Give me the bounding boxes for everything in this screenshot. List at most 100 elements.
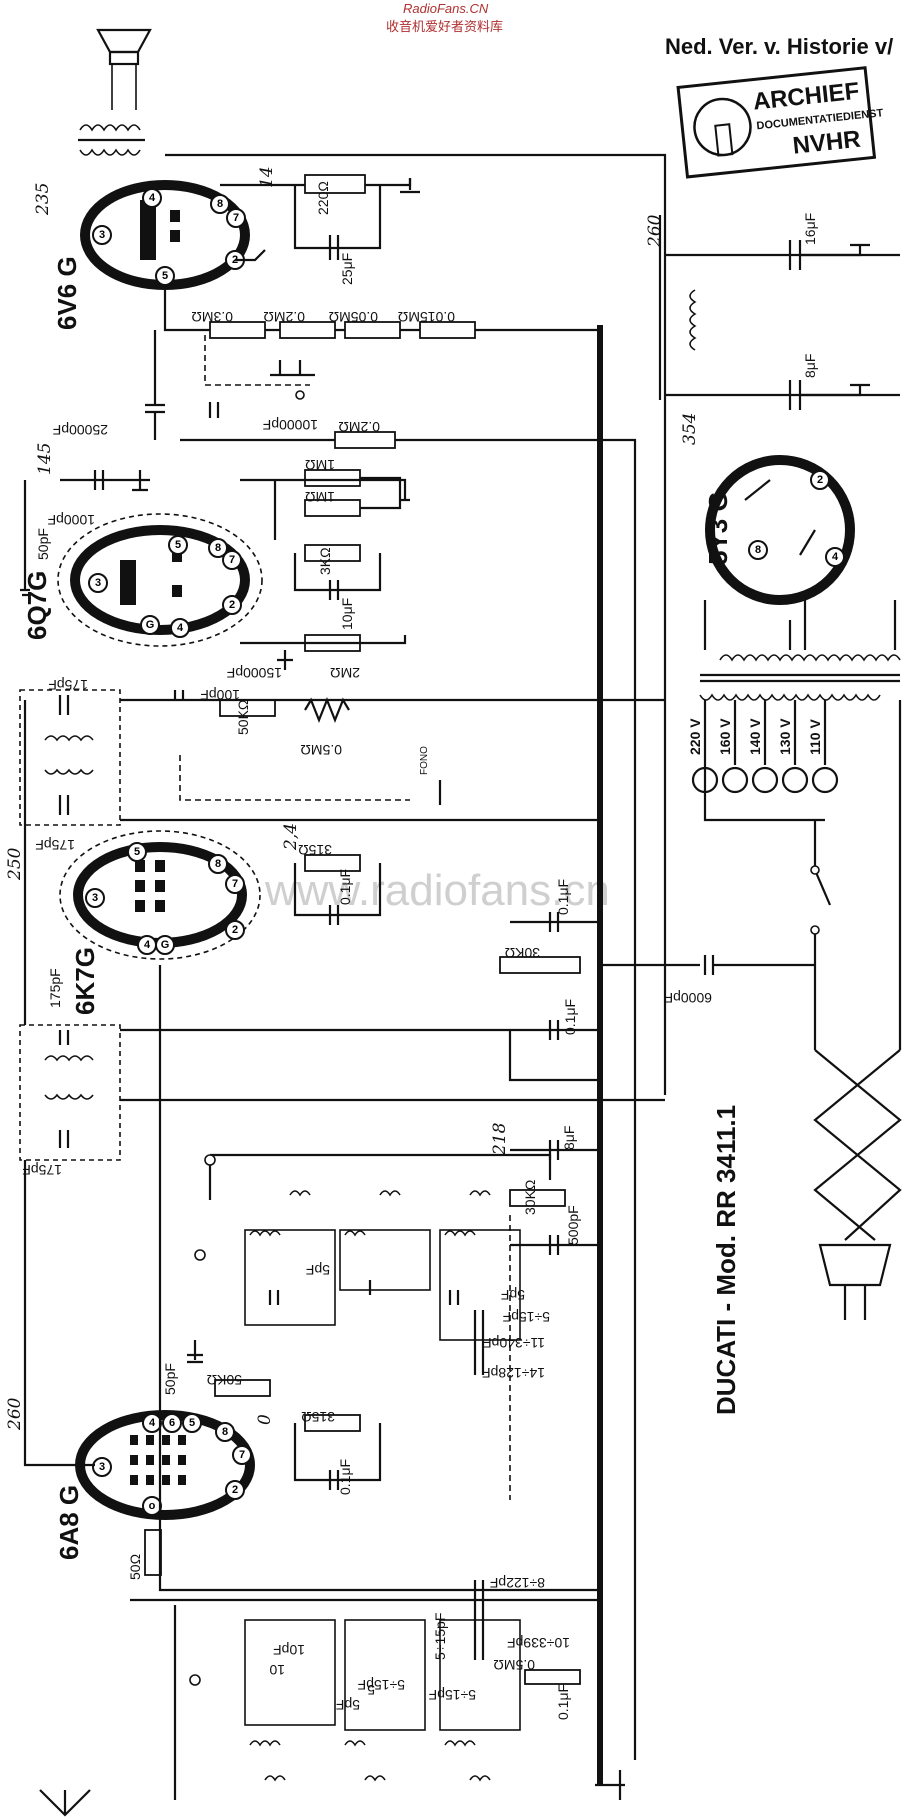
tube-label-6k7g: 6K7G — [70, 947, 100, 1015]
cathode-net-6a8 — [293, 1423, 382, 1490]
label-1000pf: 1000pF — [48, 512, 95, 528]
label-16uf: 16μF — [802, 213, 818, 245]
if-transformer-2 — [19, 1024, 121, 1161]
svg-text:5: 5 — [175, 539, 181, 551]
svg-text:2: 2 — [232, 1484, 238, 1496]
resistor-tone-0-015m — [419, 321, 476, 339]
label-220: 220Ω — [315, 181, 331, 215]
svg-text:o: o — [149, 1500, 156, 1512]
cap-500pf — [510, 1235, 600, 1255]
wave-switch-contact-1 — [204, 1154, 216, 1166]
svg-text:4: 4 — [832, 551, 839, 563]
tube-6q7g: 5 7 8 2 G 4 3 — [57, 513, 263, 647]
label-500pf: 500pF — [565, 1205, 581, 1245]
signal-wire-left — [23, 700, 95, 1467]
label-175pf-c: 175pF — [47, 968, 63, 1008]
tube-6a8g: 4 6 5 8 7 2 3 o — [75, 1410, 255, 1520]
label-10pf: 10pF — [273, 1642, 305, 1658]
label-tone-2: 0.05MΩ — [329, 309, 378, 325]
tube-6k7g: 5 8 7 2 3 4 G — [59, 830, 261, 960]
tube-label-6a8g: 6A8 G — [54, 1485, 84, 1560]
svg-text:4: 4 — [144, 939, 151, 951]
resistor-30k-b — [509, 1189, 566, 1207]
label-10uf: 10μF — [339, 598, 355, 630]
label-175pf-d: 175pF — [22, 1162, 62, 1178]
label-tone-1: 0.2MΩ — [263, 309, 305, 325]
if-transformer-1 — [19, 689, 121, 826]
svg-text:8: 8 — [217, 198, 223, 210]
if-wiring — [120, 698, 665, 1102]
cathode-net-6k7 — [293, 863, 382, 925]
ground-6v6 — [400, 178, 420, 194]
mains-cord — [813, 1049, 902, 1241]
label-30k-b: 30KΩ — [522, 1180, 538, 1215]
svg-text:G: G — [161, 939, 170, 951]
voltage-260: 260 — [645, 214, 665, 248]
resistor-50 — [144, 1529, 162, 1576]
label-3k: 3KΩ — [317, 547, 333, 575]
label-t11: 11÷340pF — [483, 1335, 545, 1351]
cap-01uf-b — [510, 912, 600, 932]
label-t14: 14÷128pF — [482, 1365, 545, 1381]
svg-text:3: 3 — [99, 1461, 105, 1473]
filter-choke — [689, 289, 697, 351]
label-25uf: 25μF — [339, 253, 355, 285]
svg-text:8: 8 — [215, 542, 221, 554]
cap-50pf-b — [187, 1340, 203, 1364]
voltage-218: 218 — [490, 1122, 510, 1156]
label-8uf-a: 8μF — [802, 354, 818, 378]
label-fono: FONO — [419, 746, 430, 775]
label-6000pf: 6000pF — [665, 990, 712, 1006]
label-50: 50Ω — [127, 1554, 143, 1580]
label-01uf-e: 0.1μF — [555, 1684, 571, 1720]
watermark: www.radiofans.cn — [264, 866, 610, 915]
label-t515b: 5÷15pF — [429, 1687, 476, 1703]
cap-100pf — [173, 690, 185, 700]
label-5pf-a: 5pF — [306, 1262, 330, 1278]
voltage-145: 145 — [35, 443, 55, 475]
svg-text:3: 3 — [95, 577, 101, 589]
b-plus-line-2 — [180, 438, 637, 1760]
cap-25uf — [328, 235, 340, 260]
diode-load-net — [273, 476, 402, 540]
collection-label: Ned. Ver. v. Historie v/ — [665, 34, 893, 59]
cap-6000pf — [600, 955, 815, 975]
resistor-tone-0-2m — [279, 321, 336, 339]
tone-switch — [270, 360, 315, 377]
svg-text:2: 2 — [229, 599, 235, 611]
cap-50pf — [20, 480, 30, 597]
cap-8uf-a — [788, 380, 870, 410]
voltage-selector — [691, 700, 839, 822]
antenna-bus — [130, 1598, 600, 1800]
svg-text:7: 7 — [233, 212, 239, 224]
switch-contact-a — [810, 865, 820, 875]
label-0-2m: 0.2MΩ — [338, 419, 380, 435]
label-t515c: 5÷15pF — [358, 1677, 405, 1693]
converter-cathode-wire — [158, 965, 600, 1592]
tube-5y3g: 2 8 4 — [705, 455, 855, 605]
cap-25000pf — [145, 330, 165, 440]
label-10: 10 — [269, 1662, 285, 1678]
resistor-tone-0-3m — [209, 321, 266, 339]
svg-text:8: 8 — [215, 858, 221, 870]
label-tone-0: 0.3MΩ — [191, 309, 233, 325]
cathode-net-6q7 — [293, 553, 382, 600]
archive-stamp: ARCHIEF DOCUMENTATIEDIENST NVHR — [676, 66, 884, 179]
svg-text:7: 7 — [229, 554, 235, 566]
tap-160: 160 V — [717, 718, 733, 755]
svg-text:4: 4 — [149, 1417, 156, 1429]
resistor-315-a — [304, 854, 361, 872]
switch-contact-b — [810, 925, 820, 935]
svg-text:2: 2 — [232, 924, 238, 936]
label-1m-b: 1MΩ — [305, 489, 335, 505]
tone-switch-node — [295, 390, 305, 400]
speaker — [78, 28, 152, 156]
wave-switch-contact-2 — [194, 1249, 206, 1261]
cap-16uf — [788, 240, 870, 270]
label-5: 5 — [367, 1682, 375, 1698]
volume-pot — [304, 697, 350, 723]
label-1m-a: 1MΩ — [305, 457, 335, 473]
b-plus-line-1 — [165, 153, 667, 1095]
label-8uf-b: 8μF — [561, 1126, 577, 1150]
